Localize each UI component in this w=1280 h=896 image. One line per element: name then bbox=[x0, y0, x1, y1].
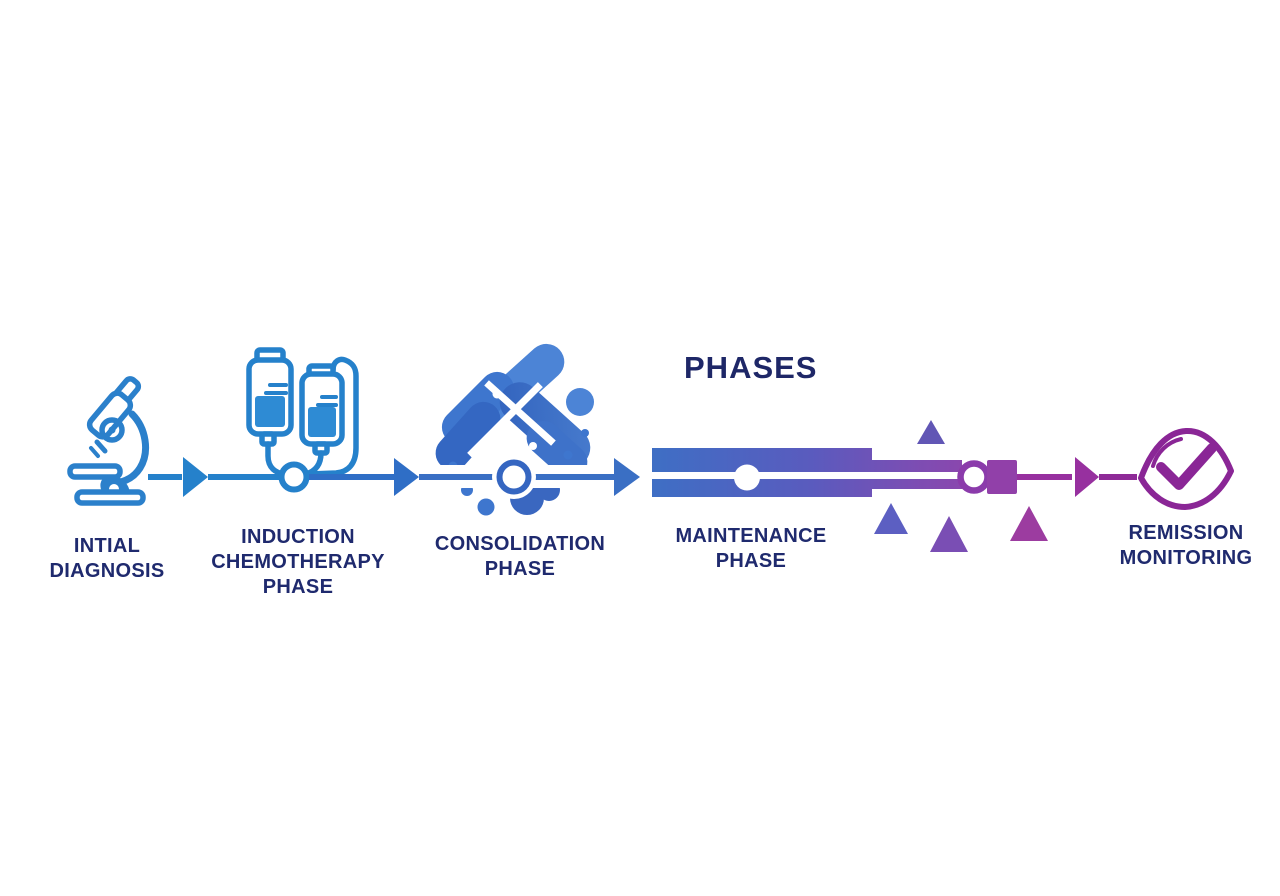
arrow-right-icon bbox=[183, 457, 208, 497]
timeline-segment bbox=[1099, 474, 1137, 480]
step-label-remission-monitoring: REMISSION MONITORING bbox=[1119, 522, 1253, 569]
triangle-decoration bbox=[917, 420, 945, 444]
triangle-decoration bbox=[1010, 506, 1048, 541]
microscope-icon bbox=[67, 376, 150, 506]
arrow-right-icon bbox=[1075, 457, 1099, 497]
iv-bags-icon bbox=[246, 347, 359, 477]
timeline-node bbox=[278, 461, 310, 493]
triangle-decoration bbox=[874, 503, 908, 534]
arrow-right-icon bbox=[394, 458, 419, 496]
timeline-node bbox=[957, 460, 991, 494]
step-label-initial-diagnosis: INTIAL DIAGNOSIS bbox=[49, 535, 165, 582]
eye-check-icon bbox=[1138, 428, 1234, 510]
timeline-node bbox=[496, 459, 532, 495]
pills-icon bbox=[435, 343, 594, 516]
arrow-right-icon bbox=[614, 458, 640, 496]
timeline-bar-icon bbox=[652, 448, 1072, 497]
checkmark-icon bbox=[1156, 443, 1217, 490]
page-title: PHASES bbox=[684, 350, 818, 385]
timeline-segment bbox=[208, 474, 280, 480]
timeline-segment bbox=[309, 474, 394, 480]
step-label-maintenance: MAINTENANCE PHASE bbox=[675, 525, 827, 572]
timeline-segment bbox=[148, 474, 182, 480]
triangle-decoration bbox=[930, 516, 968, 552]
step-label-induction-chemotherapy: INDUCTION CHEMOTHERAPY PHASE bbox=[211, 526, 385, 598]
timeline-node bbox=[734, 464, 760, 491]
step-label-consolidation: CONSOLIDATION PHASE bbox=[434, 533, 606, 580]
